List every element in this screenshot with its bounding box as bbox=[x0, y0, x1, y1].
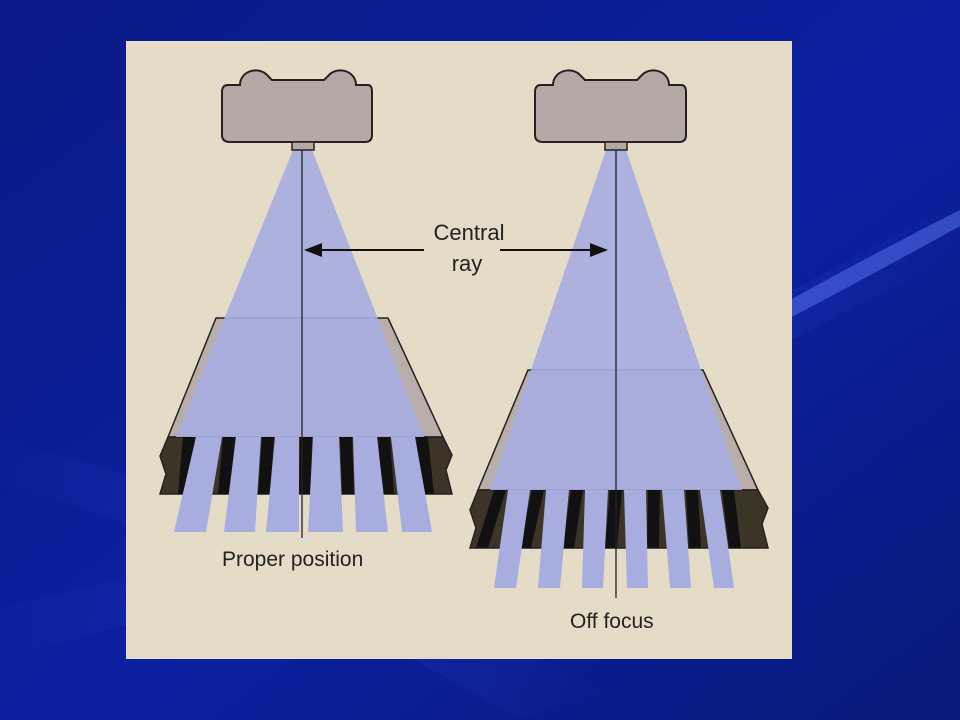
transmitted-ray bbox=[266, 437, 299, 532]
grid-lead-strip bbox=[340, 437, 354, 494]
transmitted-ray bbox=[353, 437, 388, 532]
grid-lead-strip bbox=[299, 437, 312, 494]
grid-lead-strip bbox=[562, 490, 583, 548]
grid-lead-strip bbox=[519, 490, 544, 548]
off-focus-label: Off focus bbox=[570, 610, 654, 633]
transmitted-ray bbox=[700, 490, 734, 588]
transmitted-rays bbox=[494, 490, 734, 588]
grid-lead-strip bbox=[258, 437, 274, 494]
arrowhead-right bbox=[590, 243, 608, 257]
background-streak bbox=[790, 210, 960, 318]
tube-port bbox=[291, 141, 315, 151]
grid-lead-strip bbox=[686, 490, 701, 548]
transmitted-ray bbox=[174, 437, 222, 532]
x-ray-tube bbox=[221, 69, 373, 143]
grid-lead-strips bbox=[178, 437, 434, 494]
transmitted-ray bbox=[624, 490, 648, 588]
proper-position-diagram: Proper position bbox=[158, 69, 453, 571]
grid-lead-strip bbox=[605, 490, 622, 548]
transmitted-ray bbox=[538, 490, 569, 588]
x-ray-tube bbox=[534, 69, 687, 143]
arrowhead-left bbox=[304, 243, 322, 257]
proper-position-label: Proper position bbox=[222, 548, 363, 571]
x-ray-beam bbox=[176, 150, 424, 437]
grid-lead-strip bbox=[476, 490, 506, 548]
grid-lead-strip bbox=[647, 490, 660, 548]
transmitted-ray bbox=[582, 490, 608, 588]
grid-lead-strip bbox=[378, 437, 394, 494]
transmitted-rays bbox=[174, 437, 432, 532]
tube-port bbox=[604, 141, 628, 151]
off-focus-diagram: Off focus bbox=[468, 69, 769, 633]
central-ray-annotation: Central ray bbox=[304, 220, 608, 276]
transmitted-ray bbox=[308, 437, 343, 532]
transmitted-ray bbox=[662, 490, 691, 588]
transmitted-ray bbox=[494, 490, 530, 588]
central-ray-label-line2: ray bbox=[452, 251, 483, 276]
grid-lead-strips bbox=[476, 490, 741, 548]
transmitted-ray bbox=[391, 437, 432, 532]
central-ray-label-line1: Central bbox=[434, 220, 505, 245]
transmitted-ray bbox=[224, 437, 261, 532]
grid-lead-strip bbox=[722, 490, 741, 548]
